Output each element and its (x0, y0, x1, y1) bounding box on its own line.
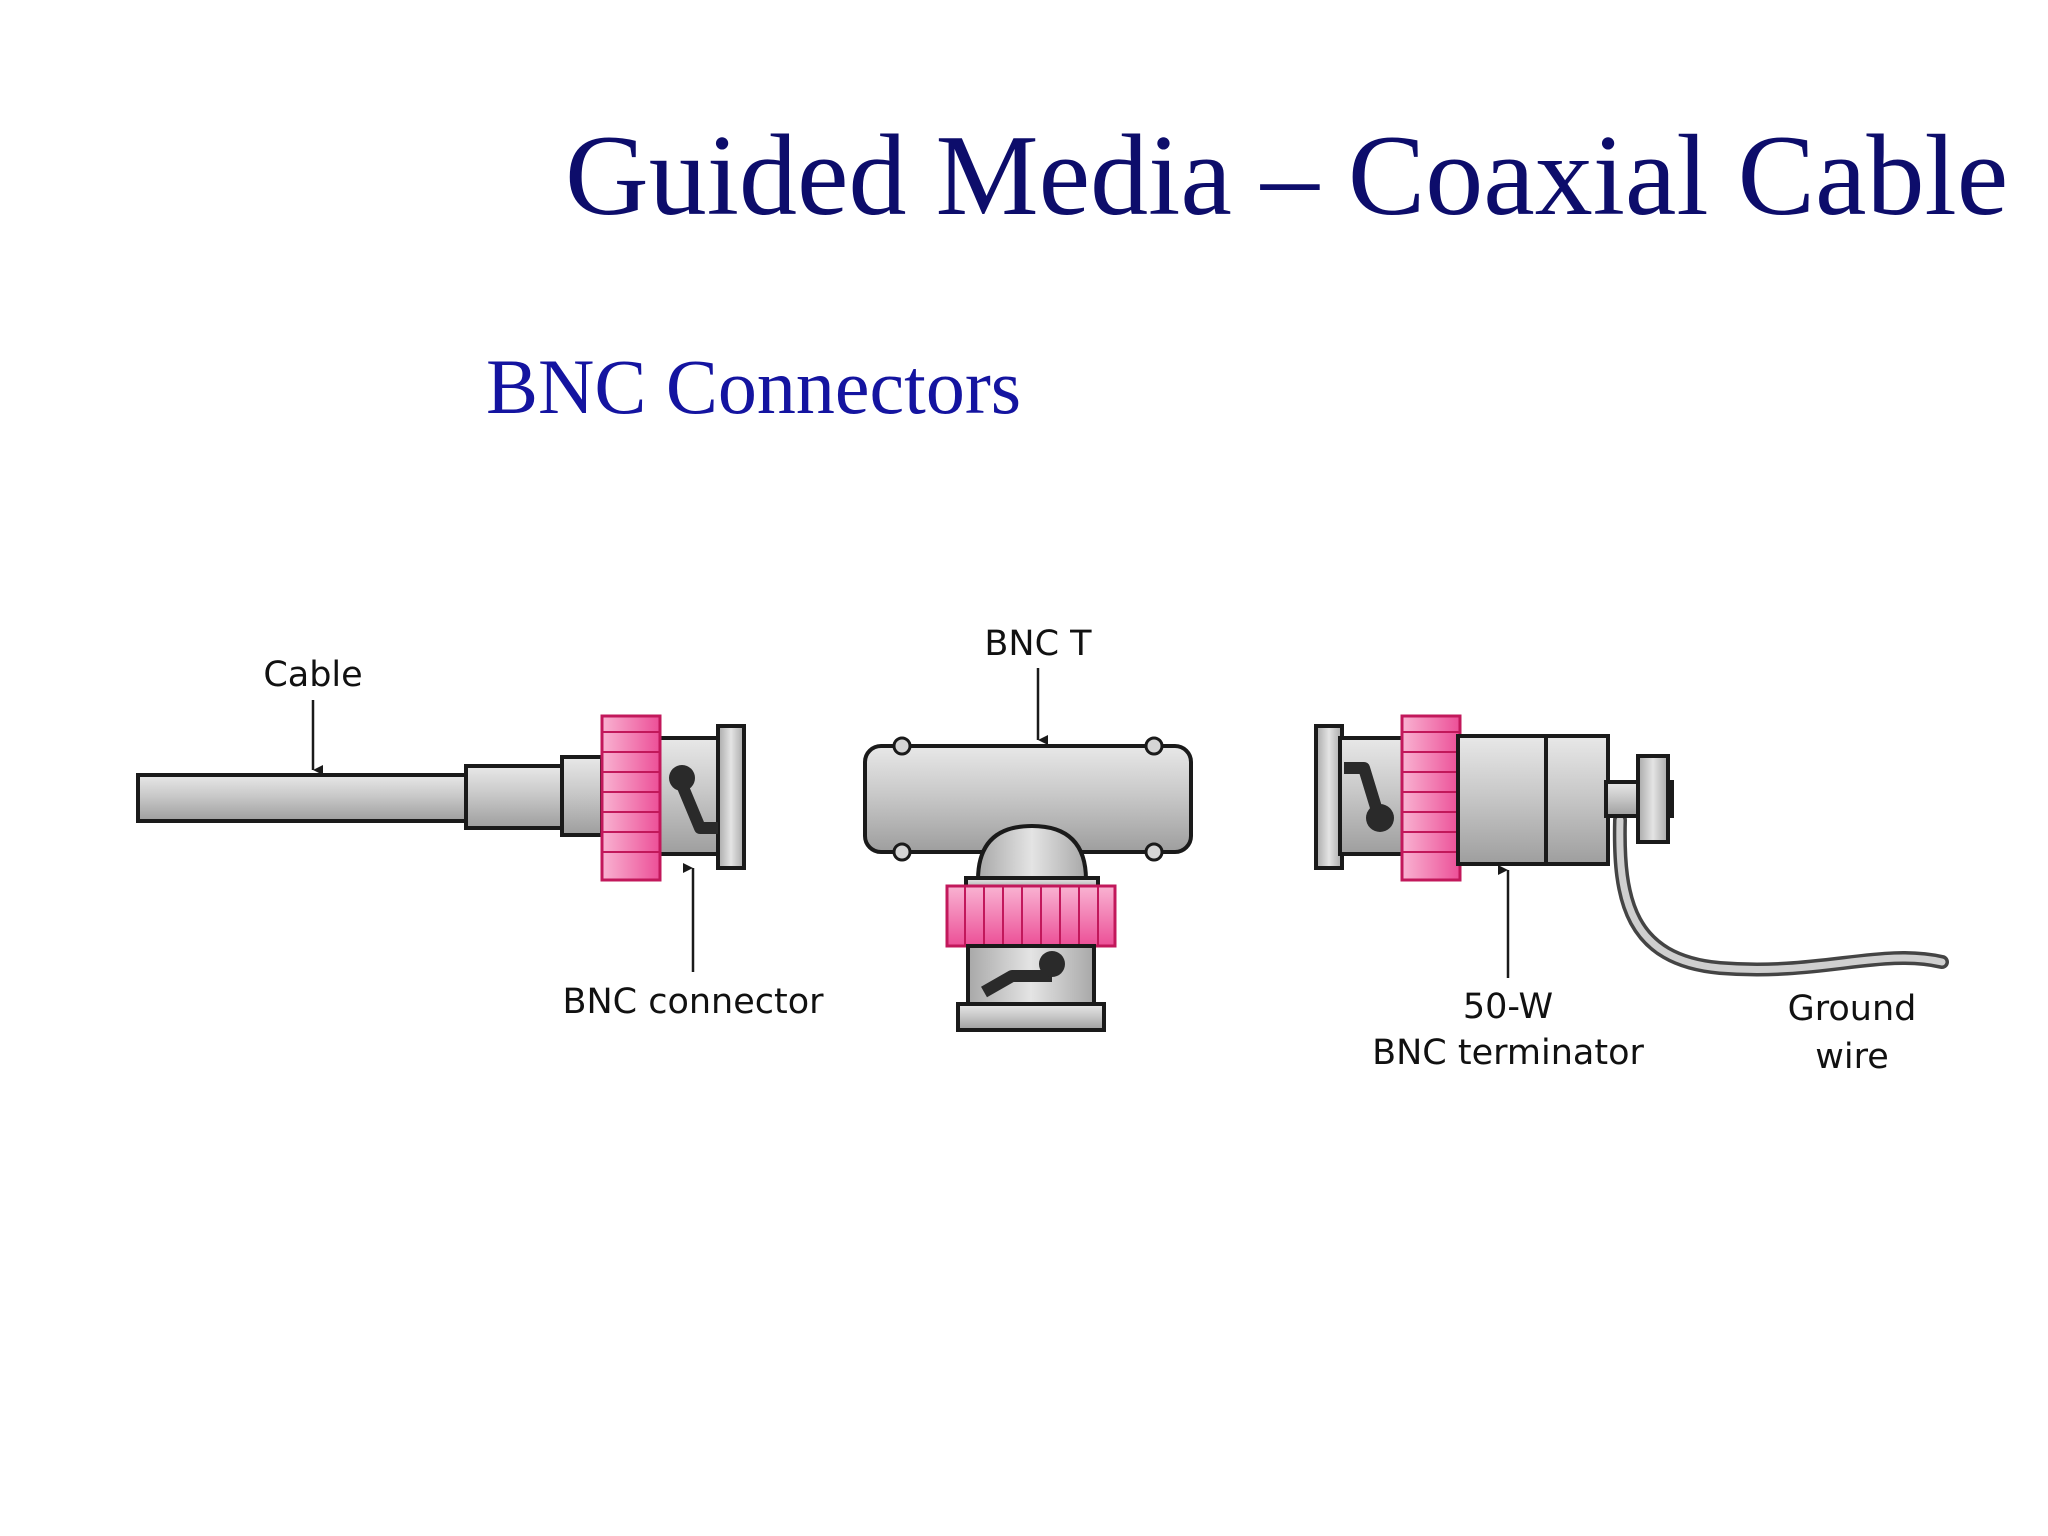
label-cable: Cable (263, 655, 362, 695)
terminator-bayonet-slot (1344, 762, 1384, 816)
bnc-t-bayonet-pin (1039, 951, 1065, 977)
ground-lug-nut (1636, 754, 1670, 844)
bayonet-slot (674, 777, 718, 834)
connector-body (655, 736, 721, 856)
bnc-t-rivet-right-top (1144, 736, 1164, 756)
bayonet-pin (669, 765, 695, 791)
bnc-cable-connector-figure (136, 714, 746, 882)
terminator-collar (1400, 714, 1462, 882)
terminator-resistor-body (1456, 734, 1550, 866)
bnc-t-bayonet-slot (981, 970, 1052, 998)
label-ground-line1: Ground (1788, 989, 1917, 1029)
ground-wire-highlight (1616, 816, 1946, 973)
bnc-t-bottom-flange (956, 1002, 1106, 1032)
bnc-t-stem (976, 823, 1088, 888)
bnc-t-rivet-left-top (892, 736, 912, 756)
bnc-t-rivet-left-bottom (892, 842, 912, 862)
bnc-t-rivet-right-bottom (1144, 842, 1164, 862)
bnc-t-figure (863, 736, 1193, 1032)
connector-flange (716, 724, 746, 870)
label-bnc-connector: BNC connector (562, 982, 824, 1022)
connector-collar (600, 714, 662, 882)
label-terminator-line1: 50-W (1463, 987, 1553, 1027)
coax-cable (136, 773, 470, 823)
bnc-terminator-figure (1314, 714, 1949, 977)
bnc-t-collar (945, 884, 1117, 948)
label-bnc-t: BNC T (984, 624, 1092, 664)
terminator-end-cap (1544, 734, 1610, 866)
connector-neck (560, 755, 604, 837)
slide-title: Guided Media – Coaxial Cable (565, 112, 2009, 240)
terminator-bayonet-pin (1366, 804, 1394, 832)
label-ground-line2: wire (1815, 1037, 1889, 1077)
slide-subtitle: BNC Connectors (486, 343, 1022, 430)
label-terminator-line2: BNC terminator (1372, 1033, 1644, 1073)
cable-ferrule (464, 764, 566, 830)
